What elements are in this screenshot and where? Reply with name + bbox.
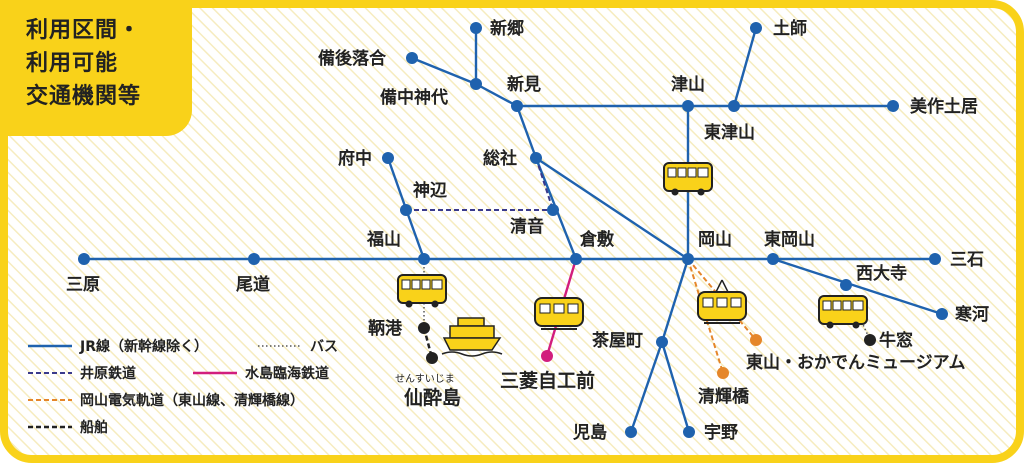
ibara-line	[406, 157, 554, 211]
station-ushimado: 牛窓	[879, 330, 913, 351]
legend-okaden: 岡山電気軌道（東山線、清輝橋線）	[80, 392, 304, 409]
station-fukuyama: 福山	[366, 229, 401, 250]
station-bingo-ochiai: 備後落合	[318, 48, 387, 69]
station-bitchu-kojiro: 備中神代	[380, 87, 448, 108]
legend-ibara: 井原鉄道	[80, 365, 136, 382]
title-line-2: 利用可能	[26, 51, 119, 76]
title-line-3: 交通機関等	[26, 84, 142, 109]
station-kurashiki: 倉敷	[579, 229, 615, 250]
station-fuchu: 府中	[338, 148, 372, 169]
station-mimasaka-doi: 美作土居	[910, 96, 978, 117]
station-shingo: 新郷	[490, 18, 524, 39]
station-senzuijima-ruby: せんすいじま	[395, 373, 455, 385]
title-box: 利用区間・ 利用可能 交通機関等	[0, 0, 192, 136]
station-kiyone: 清音	[510, 216, 544, 237]
station-mitsuishi: 三石	[950, 250, 984, 270]
train-icon	[534, 297, 584, 330]
station-niimi: 新見	[507, 74, 541, 95]
bus-icon	[818, 295, 868, 329]
station-mitsubishi: 三菱自工前	[500, 369, 595, 392]
station-tomo-port: 鞆港	[368, 318, 403, 339]
station-labels: 新郷 備後落合 備中神代 新見 津山 土師 東津山 美作土居 府中 神辺 総社 …	[66, 18, 989, 443]
station-uno: 宇野	[704, 422, 738, 443]
legend-bus: バス	[310, 339, 338, 355]
station-kannabe: 神辺	[413, 180, 447, 201]
title-line-1: 利用区間・	[26, 18, 142, 43]
station-hazushi: 土師	[773, 18, 807, 39]
station-onomichi: 尾道	[236, 274, 270, 295]
station-higashi-okayama: 東岡山	[764, 229, 815, 250]
station-higashi-tsuyama: 東津山	[704, 122, 755, 143]
bus-icon	[663, 162, 713, 196]
station-mihara: 三原	[66, 275, 100, 295]
station-kiyoteru: 清輝橋	[698, 386, 750, 407]
station-soja: 総社	[483, 148, 517, 169]
ship-icon	[441, 317, 503, 357]
station-saidaiji: 西大寺	[856, 263, 907, 284]
station-tsuyama: 津山	[671, 74, 705, 95]
legend-mizushima: 水島臨海鉄道	[245, 365, 329, 382]
tram-icon	[697, 279, 747, 324]
station-okayama: 岡山	[698, 230, 732, 250]
legend-jr: JR線（新幹線除く）	[79, 338, 208, 355]
station-higashiyama: 東山・おかでんミュージアム	[746, 352, 965, 373]
station-kojima: 児島	[572, 422, 607, 443]
station-dots	[78, 22, 948, 438]
station-chayamachi: 茶屋町	[592, 330, 643, 351]
station-senzuijima: 仙酔島	[404, 386, 461, 409]
legend: JR線（新幹線除く） バス 井原鉄道 水島臨海鉄道 岡山電気軌道（東山線、清輝橋…	[28, 338, 338, 436]
bus-icon	[397, 274, 447, 308]
legend-ship: 船舶	[80, 419, 108, 436]
station-kanko: 寒河	[955, 304, 989, 325]
